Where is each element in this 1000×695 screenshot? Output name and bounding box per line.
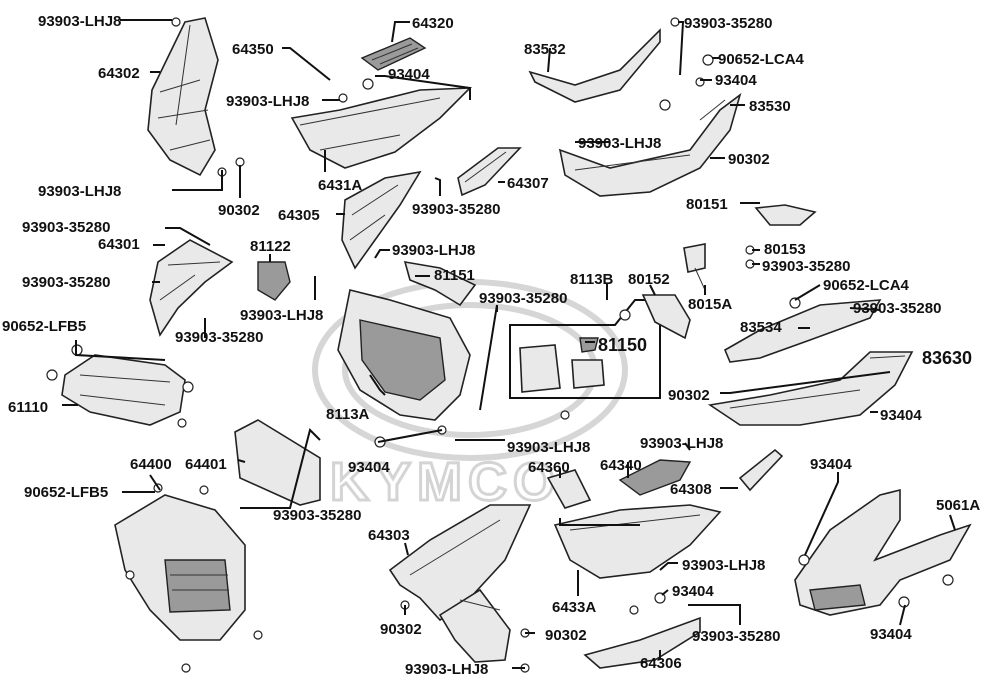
watermark-text: KYMCO: [330, 452, 561, 512]
label-90302: 90302: [380, 621, 422, 638]
part-64320-panel: [360, 37, 427, 71]
label-90652-LFB5: 90652-LFB5: [2, 318, 86, 335]
label-64303: 64303: [368, 527, 410, 544]
label-93903-LHJ8: 93903-LHJ8: [226, 93, 309, 110]
label-83534: 83534: [740, 319, 782, 336]
label-93903-LHJ8: 93903-LHJ8: [682, 557, 765, 574]
part-64360-strip: [546, 469, 592, 509]
label-93903-35280: 93903-35280: [273, 507, 361, 524]
label-64302: 64302: [98, 65, 140, 82]
label-8113A: 8113A: [326, 406, 370, 423]
part-80151-bracket: [754, 204, 817, 226]
label-81122: 81122: [250, 238, 291, 255]
part-64307-strip: [457, 147, 522, 197]
label-90302: 90302: [218, 202, 260, 219]
label-93903-LHJ8: 93903-LHJ8: [640, 435, 723, 452]
part-64305-inner-panel: [341, 170, 422, 270]
label-93903-LHJ8: 93903-LHJ8: [392, 242, 475, 259]
part-81151-hinge: [403, 260, 477, 307]
label-64401: 64401: [185, 456, 227, 473]
label-93903-LHJ8: 93903-LHJ8: [578, 135, 661, 152]
part-83530-floor-panel: [558, 92, 742, 197]
label-64301: 64301: [98, 236, 140, 253]
label-8113B: 8113B: [570, 271, 614, 288]
part-64340-cover: [618, 459, 692, 496]
label-8015A: 8015A: [688, 296, 732, 313]
part-64302-front-cover: [147, 17, 219, 177]
part-64303-lower-front-cover: [388, 504, 532, 663]
label-81150: 81150: [598, 335, 647, 355]
label-90302: 90302: [668, 387, 710, 404]
label-64307: 64307: [507, 175, 549, 192]
label-80153: 80153: [764, 241, 806, 258]
part-80152-cover: [641, 294, 691, 340]
label-93903-LHJ8: 93903-LHJ8: [38, 13, 121, 30]
part-64401-panel: [234, 419, 321, 506]
label-93404: 93404: [388, 66, 430, 83]
part-8113A-inner-cover: [337, 289, 471, 421]
label-64320: 64320: [412, 15, 454, 32]
kymco-watermark: KYMCO: [312, 279, 628, 514]
label-83530: 83530: [749, 98, 791, 115]
part-64308-trim: [738, 448, 784, 492]
label-90302: 90302: [545, 627, 587, 644]
label-90652-LFB5: 90652-LFB5: [24, 484, 108, 501]
label-93404: 93404: [715, 72, 757, 89]
label-93903-35280: 93903-35280: [853, 300, 941, 317]
part-8015A-latch: [683, 243, 706, 291]
part-81122-clip: [257, 261, 291, 301]
label-93404: 93404: [348, 459, 390, 476]
label-93903-35280: 93903-35280: [412, 201, 500, 218]
label-93903-35280: 93903-35280: [22, 219, 110, 236]
label-93903-35280: 93903-35280: [684, 15, 772, 32]
part-6433A-side-cover: [553, 504, 722, 579]
part-6431A-side-trim: [290, 87, 473, 169]
label-93903-35280: 93903-35280: [762, 258, 850, 275]
label-6431A: 6431A: [318, 177, 362, 194]
label-93903-35280: 93903-35280: [175, 329, 263, 346]
label-83532: 83532: [524, 41, 566, 58]
part-83630-side-panel: [707, 351, 914, 426]
label-90652-LCA4: 90652-LCA4: [718, 51, 805, 68]
part-labels: 93903-LHJ8 64302 93903-LHJ8 90302 64320 …: [2, 13, 980, 678]
label-64306: 64306: [640, 655, 682, 672]
leader-lines: [62, 19, 956, 669]
label-6433A: 6433A: [552, 599, 596, 616]
part-61110-storage-box: [61, 354, 186, 426]
part-64301-front-lower: [149, 239, 234, 337]
part-83532-rail: [528, 28, 661, 103]
part-64306-footrest: [583, 616, 701, 669]
label-93404: 93404: [870, 626, 912, 643]
label-93404: 93404: [672, 583, 714, 600]
label-64340: 64340: [600, 457, 642, 474]
label-93903-LHJ8: 93903-LHJ8: [38, 183, 121, 200]
label-93903-35280: 93903-35280: [22, 274, 110, 291]
label-80151: 80151: [686, 196, 728, 213]
label-64350: 64350: [232, 41, 274, 58]
label-93903-LHJ8: 93903-LHJ8: [507, 439, 590, 456]
label-90302: 90302: [728, 151, 770, 168]
label-90652-LCA4: 90652-LCA4: [823, 277, 910, 294]
label-93404: 93404: [810, 456, 852, 473]
label-93903-LHJ8: 93903-LHJ8: [240, 307, 323, 324]
part-8113B-detail-box: [509, 299, 661, 399]
label-93903-35280: 93903-35280: [692, 628, 780, 645]
label-61110: 61110: [8, 399, 48, 416]
part-83534-rail: [723, 299, 882, 363]
label-5061A: 5061A: [936, 497, 980, 514]
label-64360: 64360: [528, 459, 570, 476]
label-64308: 64308: [670, 481, 712, 498]
label-80152: 80152: [628, 271, 670, 288]
label-93903-35280: 93903-35280: [479, 290, 567, 307]
label-93903-LHJ8: 93903-LHJ8: [405, 661, 488, 678]
label-93404: 93404: [880, 407, 922, 424]
label-83630: 83630: [922, 348, 972, 368]
label-64400: 64400: [130, 456, 172, 473]
label-81151: 81151: [434, 267, 475, 284]
fastener-screws: [46, 17, 954, 673]
part-64400-lower-front: [114, 494, 246, 641]
label-64305: 64305: [278, 207, 320, 224]
